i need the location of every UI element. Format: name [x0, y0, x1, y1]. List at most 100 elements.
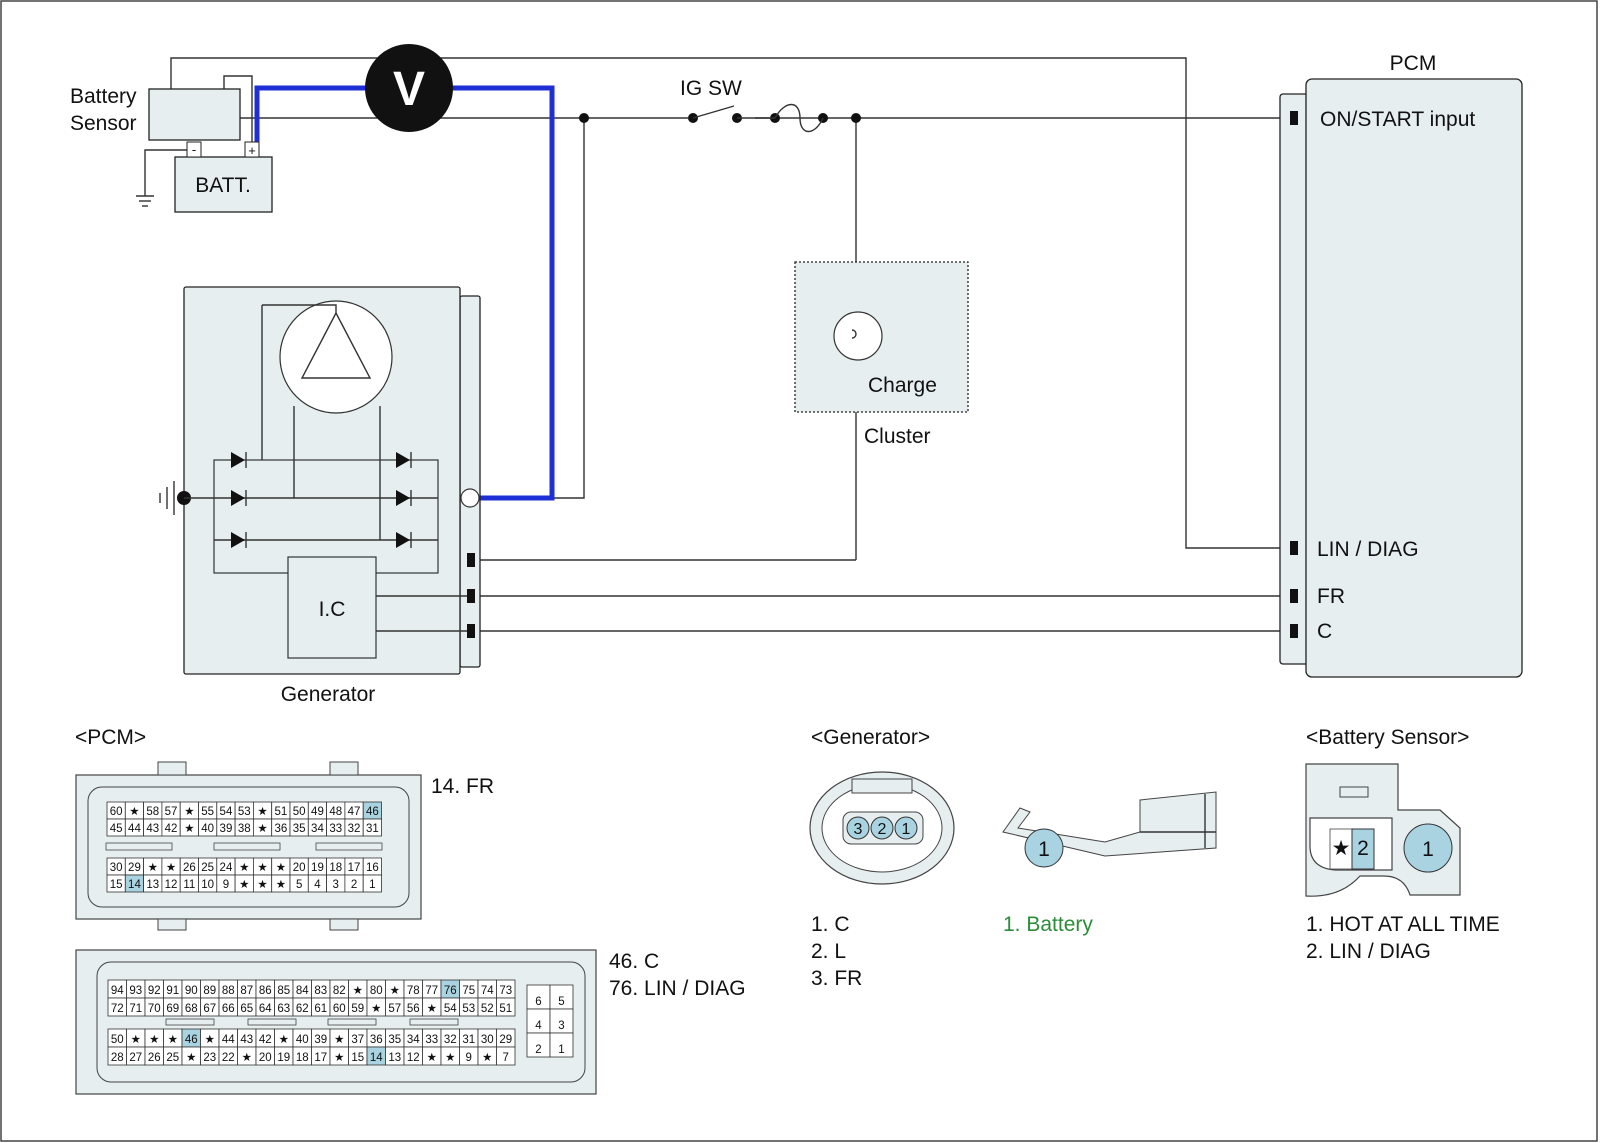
pin-number: 88	[222, 985, 235, 997]
battery-sensor-pin-number: 2	[1357, 837, 1369, 860]
pcm-pin-terminal	[1290, 541, 1298, 555]
pin-number: ★	[166, 862, 176, 874]
pin-number: 27	[129, 1052, 142, 1064]
pin-number: 63	[277, 1003, 290, 1015]
pin-cell	[496, 997, 516, 1017]
pin-number: 66	[222, 1003, 235, 1015]
pin-number: 84	[296, 985, 309, 997]
ig-sw-label: IG SW	[680, 77, 742, 100]
pin-number: 50	[111, 1034, 124, 1046]
pin-number: 42	[165, 823, 178, 835]
pin-number: 39	[220, 823, 233, 835]
battery-label: BATT.	[195, 174, 251, 197]
generator-pin-number: 3	[854, 821, 863, 838]
pin-number: 47	[348, 806, 361, 818]
pin-number: 55	[201, 806, 214, 818]
battery: - + BATT.	[174, 141, 273, 213]
pin-number: ★	[239, 879, 249, 891]
pin-number: ★	[390, 985, 400, 997]
pin-number: ★	[205, 1034, 215, 1046]
pin-number: 54	[444, 1003, 457, 1015]
minus-sign: -	[192, 142, 196, 157]
battery-ground-wire	[144, 149, 199, 196]
pin-number: 7	[503, 1052, 509, 1064]
pcm-pin-terminal	[1290, 589, 1298, 603]
voltmeter-label: V	[393, 63, 425, 116]
generator-connector-strip	[459, 295, 481, 668]
pin-number: 9	[466, 1052, 472, 1064]
pin-number: 85	[277, 985, 290, 997]
pin-number: 26	[148, 1052, 161, 1064]
pin-number: 1	[369, 879, 375, 891]
pin-number: 18	[329, 862, 342, 874]
pcm-body	[1305, 78, 1523, 678]
generator-pin-number: 2	[878, 821, 887, 838]
generator-legend-item: 2. L	[811, 940, 846, 963]
pin-number: ★	[279, 1034, 289, 1046]
pin-number: 51	[274, 806, 287, 818]
pin-number: 92	[148, 985, 161, 997]
pin-number: ★	[257, 862, 267, 874]
pin-number: 83	[314, 985, 327, 997]
pin-number: 89	[203, 985, 216, 997]
pin-number: ★	[242, 1052, 252, 1064]
pin-number: ★	[257, 879, 267, 891]
pin-number: 61	[314, 1003, 327, 1015]
pin-number: ★	[186, 1052, 196, 1064]
pin-number: 40	[201, 823, 214, 835]
pin-number: 5	[558, 996, 564, 1008]
pin-number: 12	[407, 1052, 420, 1064]
diode-icon	[231, 452, 412, 548]
pin-number: 64	[259, 1003, 272, 1015]
pin-cell	[362, 874, 382, 893]
pin-number: 58	[146, 806, 159, 818]
pin-number: 50	[293, 806, 306, 818]
pin-number: ★	[276, 879, 286, 891]
pin-number: 29	[499, 1034, 512, 1046]
pin-number: 36	[274, 823, 287, 835]
voltmeter-measure-wire	[254, 85, 555, 501]
pin-number: 15	[110, 879, 123, 891]
pcm-connector-title: <PCM>	[75, 726, 146, 749]
pin-number: 31	[462, 1034, 475, 1046]
generator-pin-number: 1	[902, 821, 911, 838]
pin-number: 78	[407, 985, 420, 997]
pin-number: 72	[111, 1003, 124, 1015]
pin-number: ★	[445, 1052, 455, 1064]
pcm-pin-label: ON/START input	[1320, 108, 1475, 131]
pin-number: 46	[366, 806, 379, 818]
pcm-pin-label: C	[1317, 620, 1332, 643]
pin-number: 20	[293, 862, 306, 874]
generator: I.C Generator	[159, 286, 481, 706]
pcm-pin-terminal	[1290, 111, 1298, 125]
pcm-module: PCM ON/START input LIN / DIAG FR C	[1279, 52, 1523, 678]
generator-pin-terminal	[467, 589, 475, 603]
pin-number: 1	[558, 1044, 564, 1056]
pin-number: 44	[222, 1034, 235, 1046]
pcm-pin-terminal	[1290, 624, 1298, 638]
pcm-label: PCM	[1390, 52, 1437, 75]
pin-number: 48	[329, 806, 342, 818]
stator-icon	[279, 300, 393, 414]
pin-number: ★	[482, 1052, 492, 1064]
pin-number: 13	[388, 1052, 401, 1064]
pin-number: 57	[165, 806, 178, 818]
pin-number: 44	[128, 823, 141, 835]
pin-number: 80	[370, 985, 383, 997]
pin-number: 43	[146, 823, 159, 835]
pin-number: 53	[462, 1003, 475, 1015]
pin-number: 12	[165, 879, 178, 891]
fuse	[737, 103, 828, 133]
pin-number: ★	[131, 1034, 141, 1046]
pin-number: 17	[314, 1052, 327, 1064]
pin-number: 86	[259, 985, 272, 997]
pin-number: ★	[334, 1034, 344, 1046]
battery-sensor-label: Sensor	[70, 112, 137, 135]
pin-number: ★	[257, 823, 267, 835]
pin-number: 73	[499, 985, 512, 997]
pin-number: 26	[183, 862, 196, 874]
